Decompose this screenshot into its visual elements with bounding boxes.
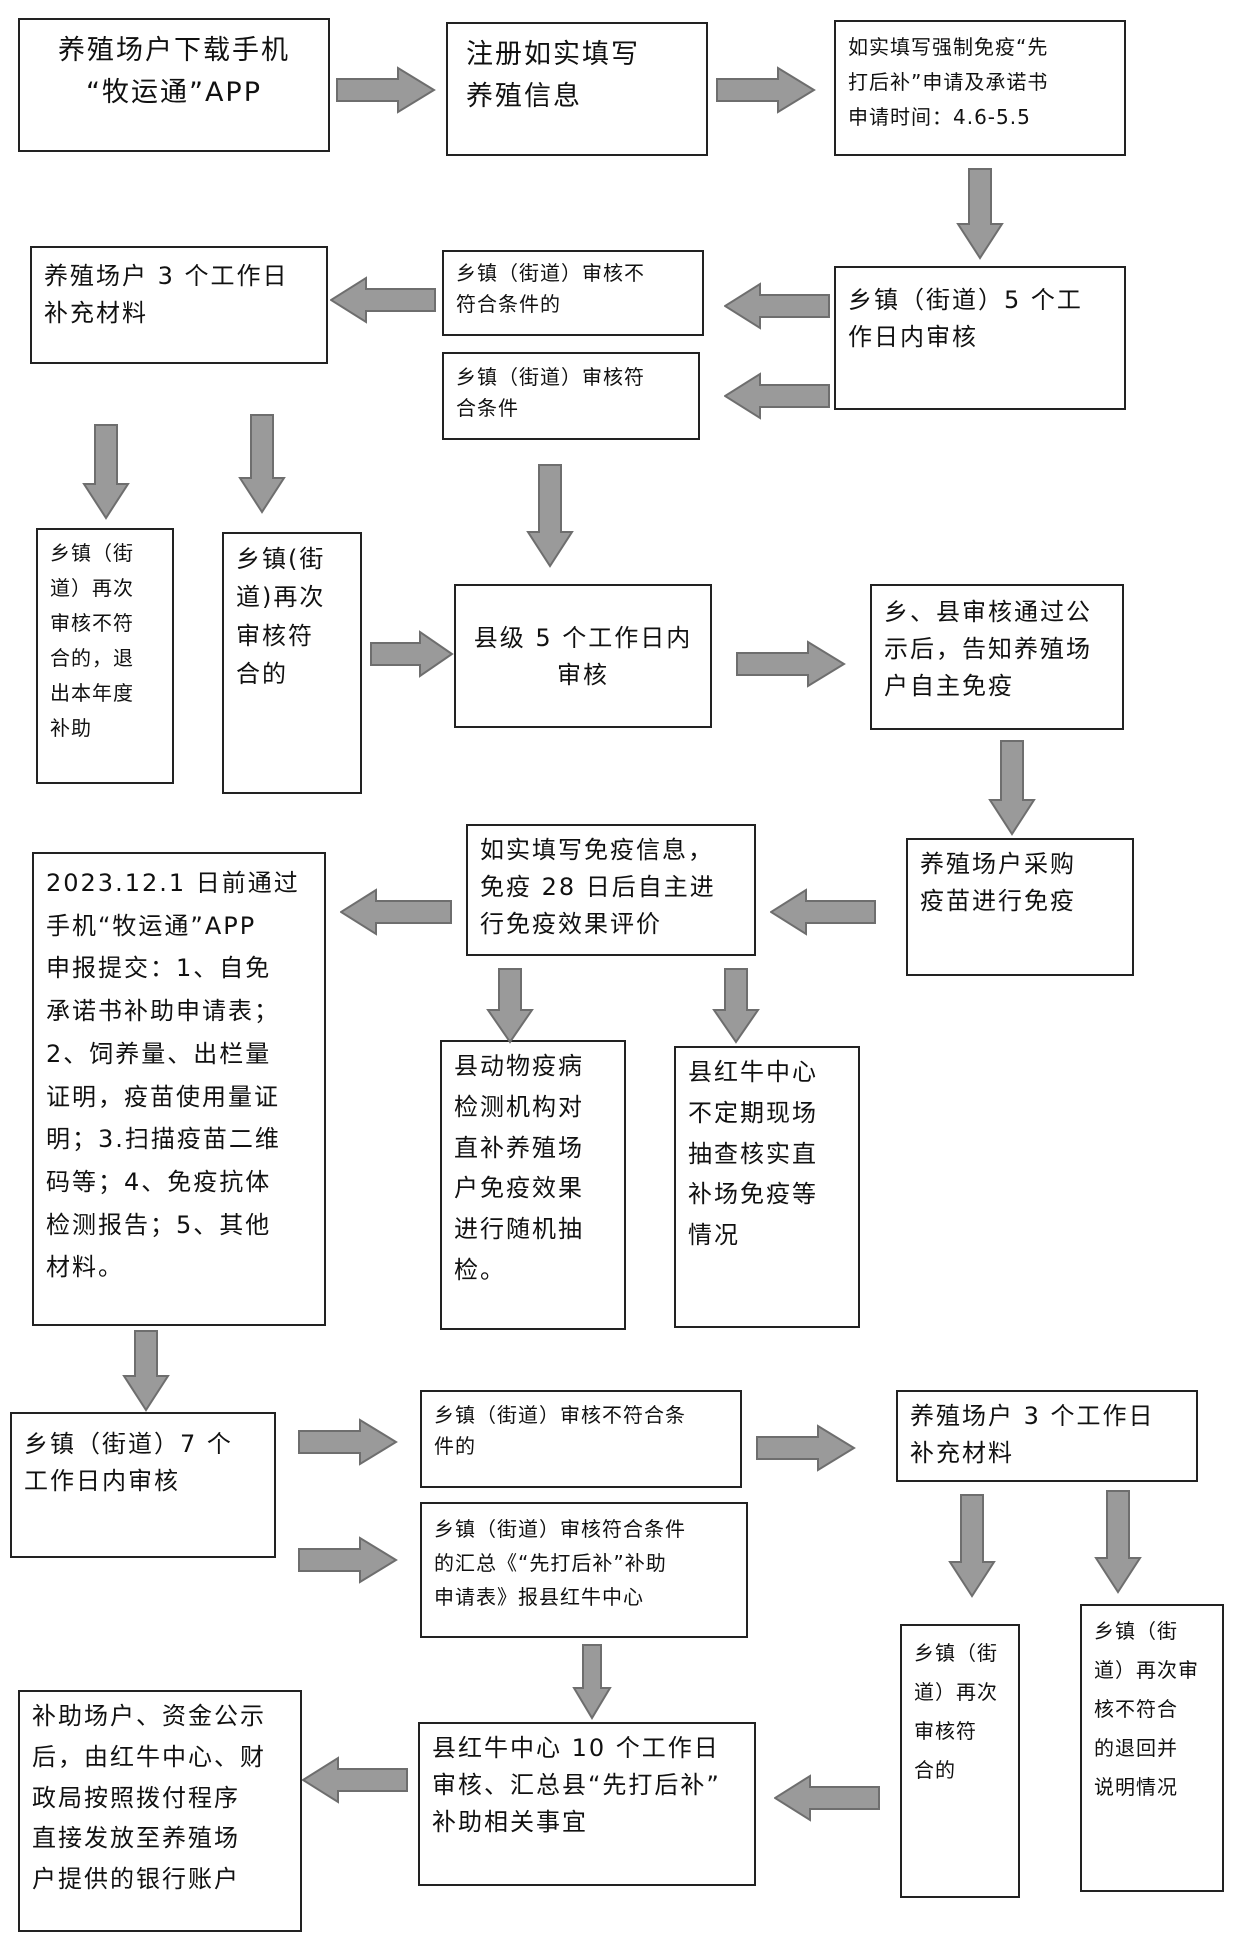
step-submit-by-deadline: 2023.12.1 日前通过 手机“牧运通”APP 申报提交：1、自免 承诺书补… [32,852,326,1326]
step-town-recheck-pass-2: 乡镇（街 道）再次 审核符 合的 [900,1624,1020,1898]
step-supplement-materials-1: 养殖场户 3 个工作日 补充材料 [30,246,328,364]
arrow-down-icon [572,1644,612,1720]
step-town-summary-report: 乡镇（街道）审核符合条件 的汇总《“先打后补”补助 申请表》报县红牛中心 [420,1502,748,1638]
arrow-left-icon [330,276,436,324]
arrow-left-icon [302,1756,408,1804]
step-spot-check: 县红牛中心 不定期现场 抽查核实直 补场免疫等 情况 [674,1046,860,1328]
step-town-review-pass: 乡镇（街道）审核符 合条件 [442,352,700,440]
step-notify-self-immunization: 乡、县审核通过公 示后，告知养殖场 户自主免疫 [870,584,1124,730]
step-fund-disbursement: 补助场户、资金公示 后，由红牛中心、财 政局按照拨付程序 直接发放至养殖场 户提… [18,1690,302,1932]
arrow-down-icon [486,968,534,1044]
arrow-down-icon [238,414,286,514]
step-town-review-7days: 乡镇（街道）7 个 工作日内审核 [10,1412,276,1558]
step-download-app: 养殖场户下载手机 “牧运通”APP [18,18,330,152]
arrow-left-icon [774,1774,880,1822]
step-town-review-fail-2: 乡镇（街道）审核不符合条 件的 [420,1390,742,1488]
arrow-right-icon [716,66,816,114]
arrow-right-icon [336,66,436,114]
top-edge [0,0,1257,6]
step-supplement-materials-2: 养殖场户 3 个工作日 补充材料 [896,1390,1198,1482]
arrow-left-icon [724,372,830,420]
step-town-recheck-fail: 乡镇（街 道）再次 审核不符 合的，退 出本年度 补助 [36,528,174,784]
step-register-info: 注册如实填写 养殖信息 [446,22,708,156]
arrow-right-icon [298,1536,398,1584]
arrow-right-icon [370,630,454,678]
step-fill-application: 如实填写强制免疫“先 打后补”申请及承诺书 申请时间：4.6-5.5 [834,20,1126,156]
arrow-down-icon [956,168,1004,260]
arrow-down-icon [82,424,130,520]
arrow-down-icon [712,968,760,1044]
step-town-review-fail: 乡镇（街道）审核不 符合条件的 [442,250,704,336]
arrow-left-icon [770,888,876,936]
arrow-right-icon [756,1424,856,1472]
arrow-right-icon [736,640,846,688]
step-purchase-vaccine: 养殖场户采购 疫苗进行免疫 [906,838,1134,976]
step-county-review-10days: 县红牛中心 10 个工作日 审核、汇总县“先打后补” 补助相关事宜 [418,1722,756,1886]
arrow-down-icon [1094,1490,1142,1594]
arrow-down-icon [948,1494,996,1598]
step-county-review-5days: 县级 5 个工作日内 审核 [454,584,712,728]
step-fill-immunization-info: 如实填写免疫信息， 免疫 28 日后自主进 行免疫效果评价 [466,824,756,956]
arrow-right-icon [298,1418,398,1466]
step-town-recheck-pass: 乡镇(街 道)再次 审核符 合的 [222,532,362,794]
arrow-left-icon [340,888,452,936]
arrow-left-icon [724,282,830,330]
arrow-down-icon [526,464,574,568]
arrow-down-icon [122,1330,170,1412]
arrow-down-icon [988,740,1036,836]
step-town-recheck-fail-2: 乡镇（街 道）再次审 核不符合 的退回并 说明情况 [1080,1604,1224,1892]
step-town-review-5days: 乡镇（街道）5 个工 作日内审核 [834,266,1126,410]
step-random-inspection: 县动物疫病 检测机构对 直补养殖场 户免疫效果 进行随机抽 检。 [440,1040,626,1330]
